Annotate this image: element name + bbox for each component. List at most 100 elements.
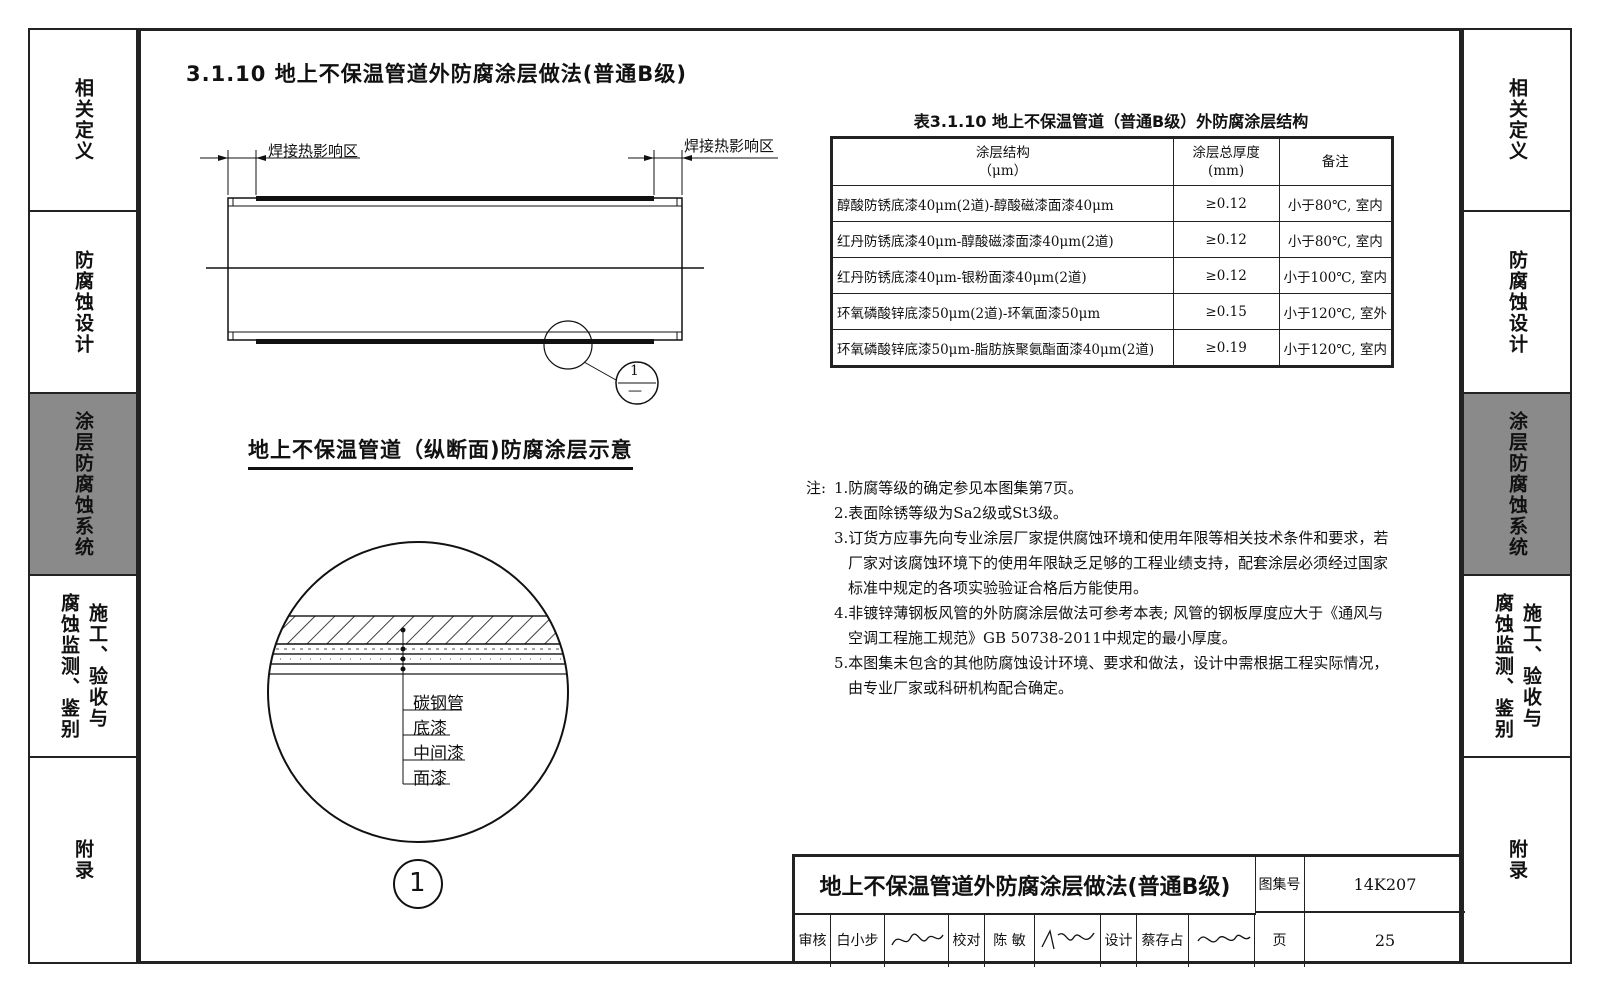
- tab-label-line2: 腐蚀监测、鉴别: [1492, 592, 1514, 740]
- cell-structure: 醇酸防锈底漆40μm(2道)-醇酸磁漆面漆40μm: [831, 185, 1174, 222]
- layer-label-primer: 底漆: [413, 719, 447, 739]
- detail-number-label: 1: [409, 868, 426, 898]
- signature-icon: [890, 933, 944, 946]
- note-line: 由专业厂家或科研机构配合确定。: [848, 679, 1074, 697]
- drawing-frame: [138, 28, 1462, 964]
- note-line: 标准中规定的各项实验验证合格后方能使用。: [848, 579, 1149, 597]
- atlas-label: 图集号: [1255, 857, 1305, 913]
- designer-signature: [1189, 913, 1255, 967]
- signature-icon: [1196, 934, 1250, 943]
- cell-thickness: ≥0.12: [1172, 257, 1280, 294]
- cell-structure: 环氧磷酸锌底漆50μm(2道)-环氧面漆50μm: [831, 293, 1174, 330]
- detail-ref-sheet: —: [628, 383, 642, 399]
- pipe-section: [206, 196, 704, 344]
- table-title: 表3.1.10 地上不保温管道（普通B级）外防腐涂层结构: [913, 112, 1309, 131]
- tab-design[interactable]: 防腐蚀设计: [30, 212, 136, 394]
- weld-zone-label-right: 焊接热影响区: [684, 137, 775, 155]
- tab-label: 防腐蚀设计: [72, 249, 94, 355]
- cell-structure: 环氧磷酸锌底漆50μm-脂肪族聚氨酯面漆40μm(2道): [831, 329, 1174, 367]
- table-row: 环氧磷酸锌底漆50μm(2道)-环氧面漆50μm ≥0.15 小于120℃, 室…: [831, 293, 1394, 330]
- cell-thickness: ≥0.19: [1172, 329, 1280, 367]
- tab-design-right[interactable]: 防腐蚀设计: [1464, 212, 1570, 394]
- signature-icon: [1040, 929, 1095, 950]
- tab-label-line2: 腐蚀监测、鉴别: [58, 592, 80, 740]
- cell-thickness: ≥0.12: [1172, 185, 1280, 222]
- header-structure-label: 涂层结构: [975, 145, 1030, 161]
- layer-label-intermediate: 中间漆: [413, 744, 464, 764]
- notes-section: 注: 1.防腐等级的确定参见本图集第7页。 2.表面除锈等级为Sa2级或St3级…: [806, 476, 1406, 701]
- page-number: 25: [1374, 930, 1396, 950]
- note-line: 2.表面除锈等级为Sa2级或St3级。: [834, 504, 1068, 522]
- table-row: 环氧磷酸锌底漆50μm-脂肪族聚氨酯面漆40μm(2道) ≥0.19 小于120…: [831, 329, 1394, 367]
- detail-ref-number: 1: [630, 363, 639, 379]
- header-thickness-label: 涂层总厚度: [1192, 145, 1260, 161]
- note-item: 5.本图集未包含的其他防腐蚀设计环境、要求和做法，设计中需根据工程实际情况， 由…: [806, 651, 1406, 701]
- table-row: 红丹防锈底漆40μm-醇酸磁漆面漆40μm(2道) ≥0.12 小于80℃, 室…: [831, 221, 1394, 258]
- header-remark: 备注: [1278, 137, 1394, 186]
- design-label: 设计: [1101, 913, 1137, 967]
- checker-name: 陈 敏: [985, 913, 1035, 967]
- notes-label: 注:: [806, 479, 827, 497]
- note-line: 1.防腐等级的确定参见本图集第7页。: [834, 479, 1083, 497]
- detail-number-circle: [393, 859, 443, 909]
- tab-label: 涂层防腐蚀系统: [1506, 410, 1528, 558]
- tab-definitions[interactable]: 相关定义: [30, 30, 136, 212]
- table-row: 醇酸防锈底漆40μm(2道)-醇酸磁漆面漆40μm ≥0.12 小于80℃, 室…: [831, 185, 1394, 222]
- designer-name: 蔡存占: [1137, 913, 1189, 967]
- note-item: 2.表面除锈等级为Sa2级或St3级。: [806, 501, 1406, 526]
- header-thickness-unit: (mm): [1208, 163, 1245, 179]
- note-line: 厂家对该腐蚀环境下的使用年限缺乏足够的工程业绩支持，配套涂层必须经过国家: [848, 554, 1389, 572]
- reviewer-name: 白小步: [831, 913, 885, 967]
- drawing-title: 地上不保温管道外防腐涂层做法(普通B级): [795, 857, 1256, 915]
- tab-label: 相关定义: [1506, 78, 1528, 162]
- note-line: 空调工程施工规范》GB 50738-2011中规定的最小厚度。: [848, 629, 1237, 647]
- detail-circle: [267, 541, 569, 843]
- atlas-number: 14K207: [1305, 857, 1465, 913]
- figure-caption: 地上不保温管道（纵断面)防腐涂层示意: [248, 434, 633, 470]
- cell-structure: 红丹防锈底漆40μm-银粉面漆40μm(2道): [831, 257, 1174, 294]
- tab-construction-right[interactable]: 施工、验收与 腐蚀监测、鉴别: [1464, 576, 1570, 758]
- tab-label: 附录: [1506, 839, 1528, 881]
- layer-label-topcoat: 面漆: [413, 769, 447, 789]
- cell-thickness: ≥0.12: [1172, 221, 1280, 258]
- note-item: 3.订货方应事先向专业涂层厂家提供腐蚀环境和使用年限等相关技术条件和要求，若 厂…: [806, 526, 1406, 601]
- detail-callout: [543, 320, 659, 405]
- tab-coating-system-right[interactable]: 涂层防腐蚀系统: [1464, 394, 1570, 576]
- tab-construction[interactable]: 施工、验收与 腐蚀监测、鉴别: [30, 576, 136, 758]
- page-label: 页: [1255, 913, 1305, 967]
- tab-label: 涂层防腐蚀系统: [72, 410, 94, 558]
- tab-appendix[interactable]: 附录: [30, 758, 136, 962]
- note-line: 3.订货方应事先向专业涂层厂家提供腐蚀环境和使用年限等相关技术条件和要求，若: [834, 529, 1389, 547]
- tab-coating-system[interactable]: 涂层防腐蚀系统: [30, 394, 136, 576]
- note-line: 4.非镀锌薄钢板风管的外防腐涂层做法可参考本表; 风管的钢板厚度应大于《通风与: [834, 604, 1384, 622]
- check-label: 校对: [949, 913, 985, 967]
- table-header-row: 涂层结构 （μm） 涂层总厚度 (mm) 备注: [831, 137, 1394, 186]
- table-row: 红丹防锈底漆40μm-银粉面漆40μm(2道) ≥0.12 小于100℃, 室内: [831, 257, 1394, 294]
- layer-label-steel-pipe: 碳钢管: [413, 694, 464, 714]
- left-sidebar: 相关定义 防腐蚀设计 涂层防腐蚀系统 施工、验收与 腐蚀监测、鉴别 附录: [28, 28, 138, 964]
- cell-remark: 小于100℃, 室内: [1278, 257, 1394, 294]
- cell-remark: 小于120℃, 室外: [1278, 293, 1394, 330]
- cell-remark: 小于80℃, 室内: [1278, 221, 1394, 258]
- page-title: 3.1.10 地上不保温管道外防腐涂层做法(普通B级): [186, 62, 687, 86]
- cell-structure: 红丹防锈底漆40μm-醇酸磁漆面漆40μm(2道): [831, 221, 1174, 258]
- header-structure-unit: （μm）: [978, 163, 1028, 179]
- tab-definitions-right[interactable]: 相关定义: [1464, 30, 1570, 212]
- note-line: 5.本图集未包含的其他防腐蚀设计环境、要求和做法，设计中需根据工程实际情况，: [834, 654, 1389, 672]
- cell-remark: 小于120℃, 室内: [1278, 329, 1394, 367]
- weld-zone-label-left: 焊接热影响区: [268, 142, 359, 160]
- title-block: 地上不保温管道外防腐涂层做法(普通B级) 图集号 14K207 审核 白小步 校…: [792, 854, 1465, 967]
- tab-appendix-right[interactable]: 附录: [1464, 758, 1570, 962]
- coating-table: 涂层结构 （μm） 涂层总厚度 (mm) 备注 醇酸防锈底漆40μm(2道)-醇…: [830, 136, 1394, 368]
- weld-zone-dimension-left: [200, 150, 360, 195]
- cell-thickness: ≥0.15: [1172, 293, 1280, 330]
- reviewer-signature: [885, 913, 949, 967]
- tab-label-line1: 施工、验收与: [86, 603, 108, 729]
- weld-zone-dimension-right: [628, 150, 778, 195]
- checker-signature: [1035, 913, 1101, 967]
- right-sidebar: 相关定义 防腐蚀设计 涂层防腐蚀系统 施工、验收与 腐蚀监测、鉴别 附录: [1462, 28, 1572, 964]
- tab-label: 防腐蚀设计: [1506, 249, 1528, 355]
- tab-label: 相关定义: [72, 78, 94, 162]
- note-item: 1.防腐等级的确定参见本图集第7页。: [806, 476, 1406, 501]
